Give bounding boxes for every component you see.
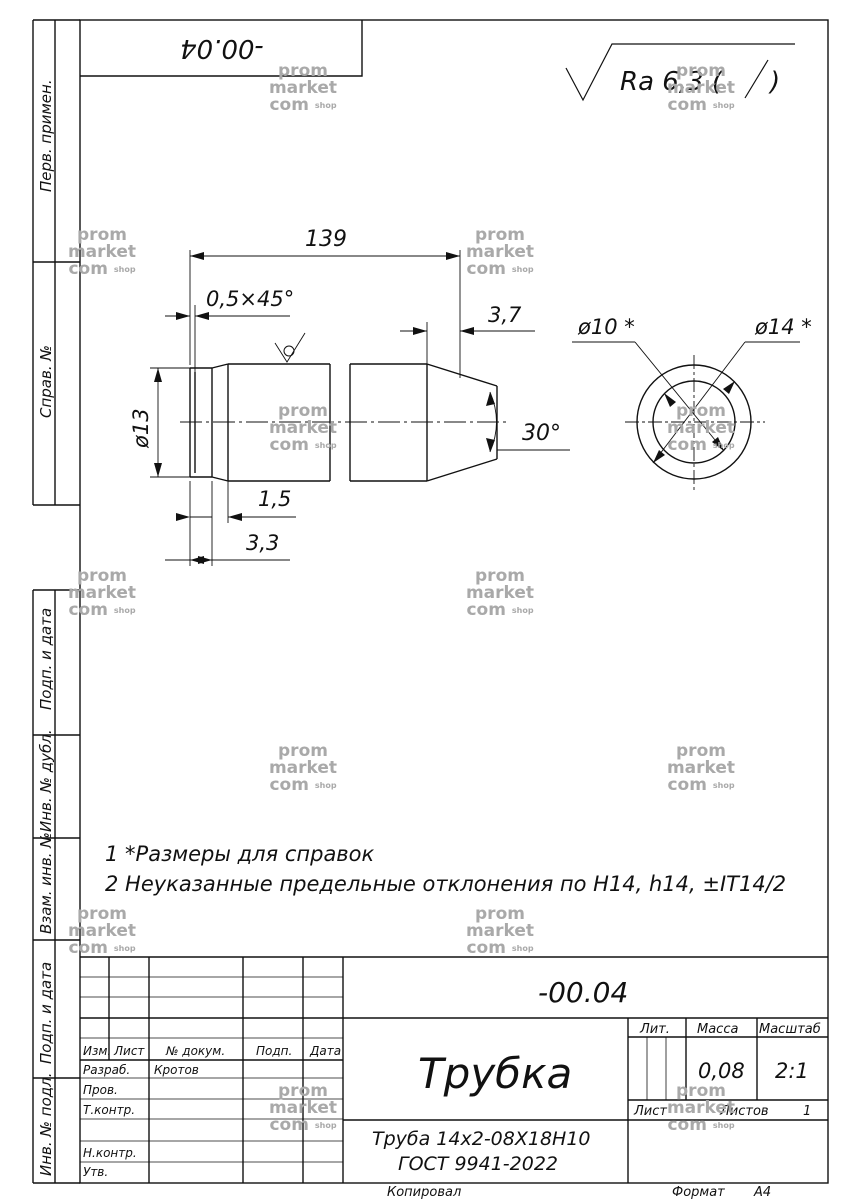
roughness-symbol [565,43,795,102]
tb-prov: Пров. [83,1083,118,1097]
note-2: 2 Неуказанные предельные отклонения по H… [105,872,786,896]
tb-listov-label: Листов [719,1104,769,1119]
title-block [80,956,828,1183]
dim-1-5: 1,5 [258,487,291,511]
tb-col-izm: Изм. [83,1044,111,1058]
tb-utv: Утв. [83,1165,108,1179]
tb-razrab-name: Кротов [154,1063,199,1077]
tb-masshtab: Масштаб [759,1022,821,1037]
side-label-podp-data-1: Подп. и дата [37,608,55,710]
footer-format-label: Формат [672,1185,725,1200]
tb-scale-value: 2:1 [775,1059,809,1083]
footer-kopiroval: Копировал [387,1185,461,1200]
roughness-label: Ra 6,3 ( [620,67,724,97]
arrowheads [154,252,495,564]
side-label-perv-primen: Перв. примен. [37,79,55,192]
tb-col-data: Дата [309,1044,341,1058]
top-box-code: -00.04 [180,33,264,63]
side-label-vzam-inv: Взам. инв. № [37,832,55,934]
roughness-close: ) [768,67,780,97]
tb-col-list: Лист [113,1044,145,1058]
tb-tkontr: Т.контр. [83,1103,135,1117]
tb-name: Трубка [418,1049,572,1098]
tb-col-podp: Подп. [256,1044,292,1058]
tb-nkontr: Н.контр. [83,1146,137,1160]
tb-listov-value: 1 [803,1104,811,1119]
part-profile [189,363,498,482]
side-label-sprav: Справ. № [37,345,55,418]
tb-material-2: ГОСТ 9941-2022 [398,1153,558,1175]
dim-angle30: 30° [522,421,561,446]
side-label-inv-podl: Инв. № подл. [37,1073,55,1176]
tb-mass-value: 0,08 [698,1059,745,1083]
dim-3-7: 3,7 [488,303,522,327]
tb-list-label: Лист [633,1104,667,1119]
tb-col-doc: № докум. [165,1044,225,1058]
side-label-podp-data-2: Подп. и дата [37,962,55,1064]
tb-massa: Масса [697,1022,738,1037]
tb-material-1: Труба 14x2-08X18H10 [372,1128,591,1150]
dim-length-139: 139 [305,227,347,252]
dim-3-3: 3,3 [246,531,279,555]
main-frame [79,19,829,1184]
tb-designation: -00.04 [538,976,628,1009]
dim-dia10: ø10 * [577,315,635,339]
dim-dia14: ø14 * [754,315,812,339]
dim-chamfer: 0,5×45° [206,287,294,311]
dim-dia13: ø13 [129,408,153,449]
footer-format-value: A4 [753,1185,771,1200]
tb-lit: Лит. [639,1022,670,1037]
side-label-inv-dubl: Инв. № дубл. [37,729,55,832]
tb-razrab: Разраб. [83,1063,130,1077]
note-1: 1 *Размеры для справок [105,842,375,866]
dimension-lines [150,250,570,566]
